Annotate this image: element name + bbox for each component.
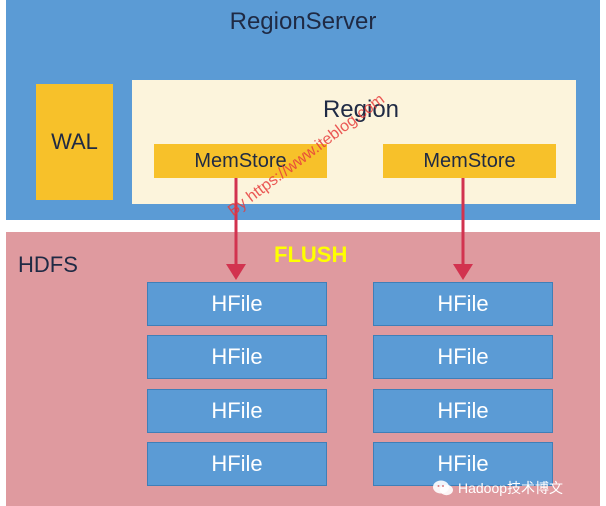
hfile-box: HFile — [373, 282, 553, 326]
flush-label: FLUSH — [274, 242, 348, 267]
memstore-box: MemStore — [154, 144, 327, 178]
hfile-box: HFile — [147, 335, 327, 379]
region-server-title: RegionServer — [229, 8, 377, 35]
hfile-box: HFile — [373, 389, 553, 433]
wechat-icon — [433, 480, 453, 496]
wal-box: WAL — [36, 84, 113, 200]
hdfs-block: HDFS FLUSH HFile HFile HFile HFile HFile… — [6, 232, 600, 506]
region-box: Region MemStore MemStore — [132, 80, 576, 204]
region-title: Region — [322, 96, 400, 123]
memstore-box: MemStore — [383, 144, 556, 178]
hfile-box: HFile — [147, 442, 327, 486]
hfile-box: HFile — [147, 282, 327, 326]
wechat-watermark: Hadoop技术博文 — [432, 478, 563, 498]
hfile-box: HFile — [373, 442, 553, 486]
hfile-box: HFile — [147, 389, 327, 433]
hdfs-title: HDFS — [18, 252, 78, 277]
region-server-block: RegionServer WAL Region MemStore MemStor… — [6, 0, 600, 220]
wechat-label: Hadoop技术博文 — [458, 480, 564, 496]
hfile-box: HFile — [373, 335, 553, 379]
